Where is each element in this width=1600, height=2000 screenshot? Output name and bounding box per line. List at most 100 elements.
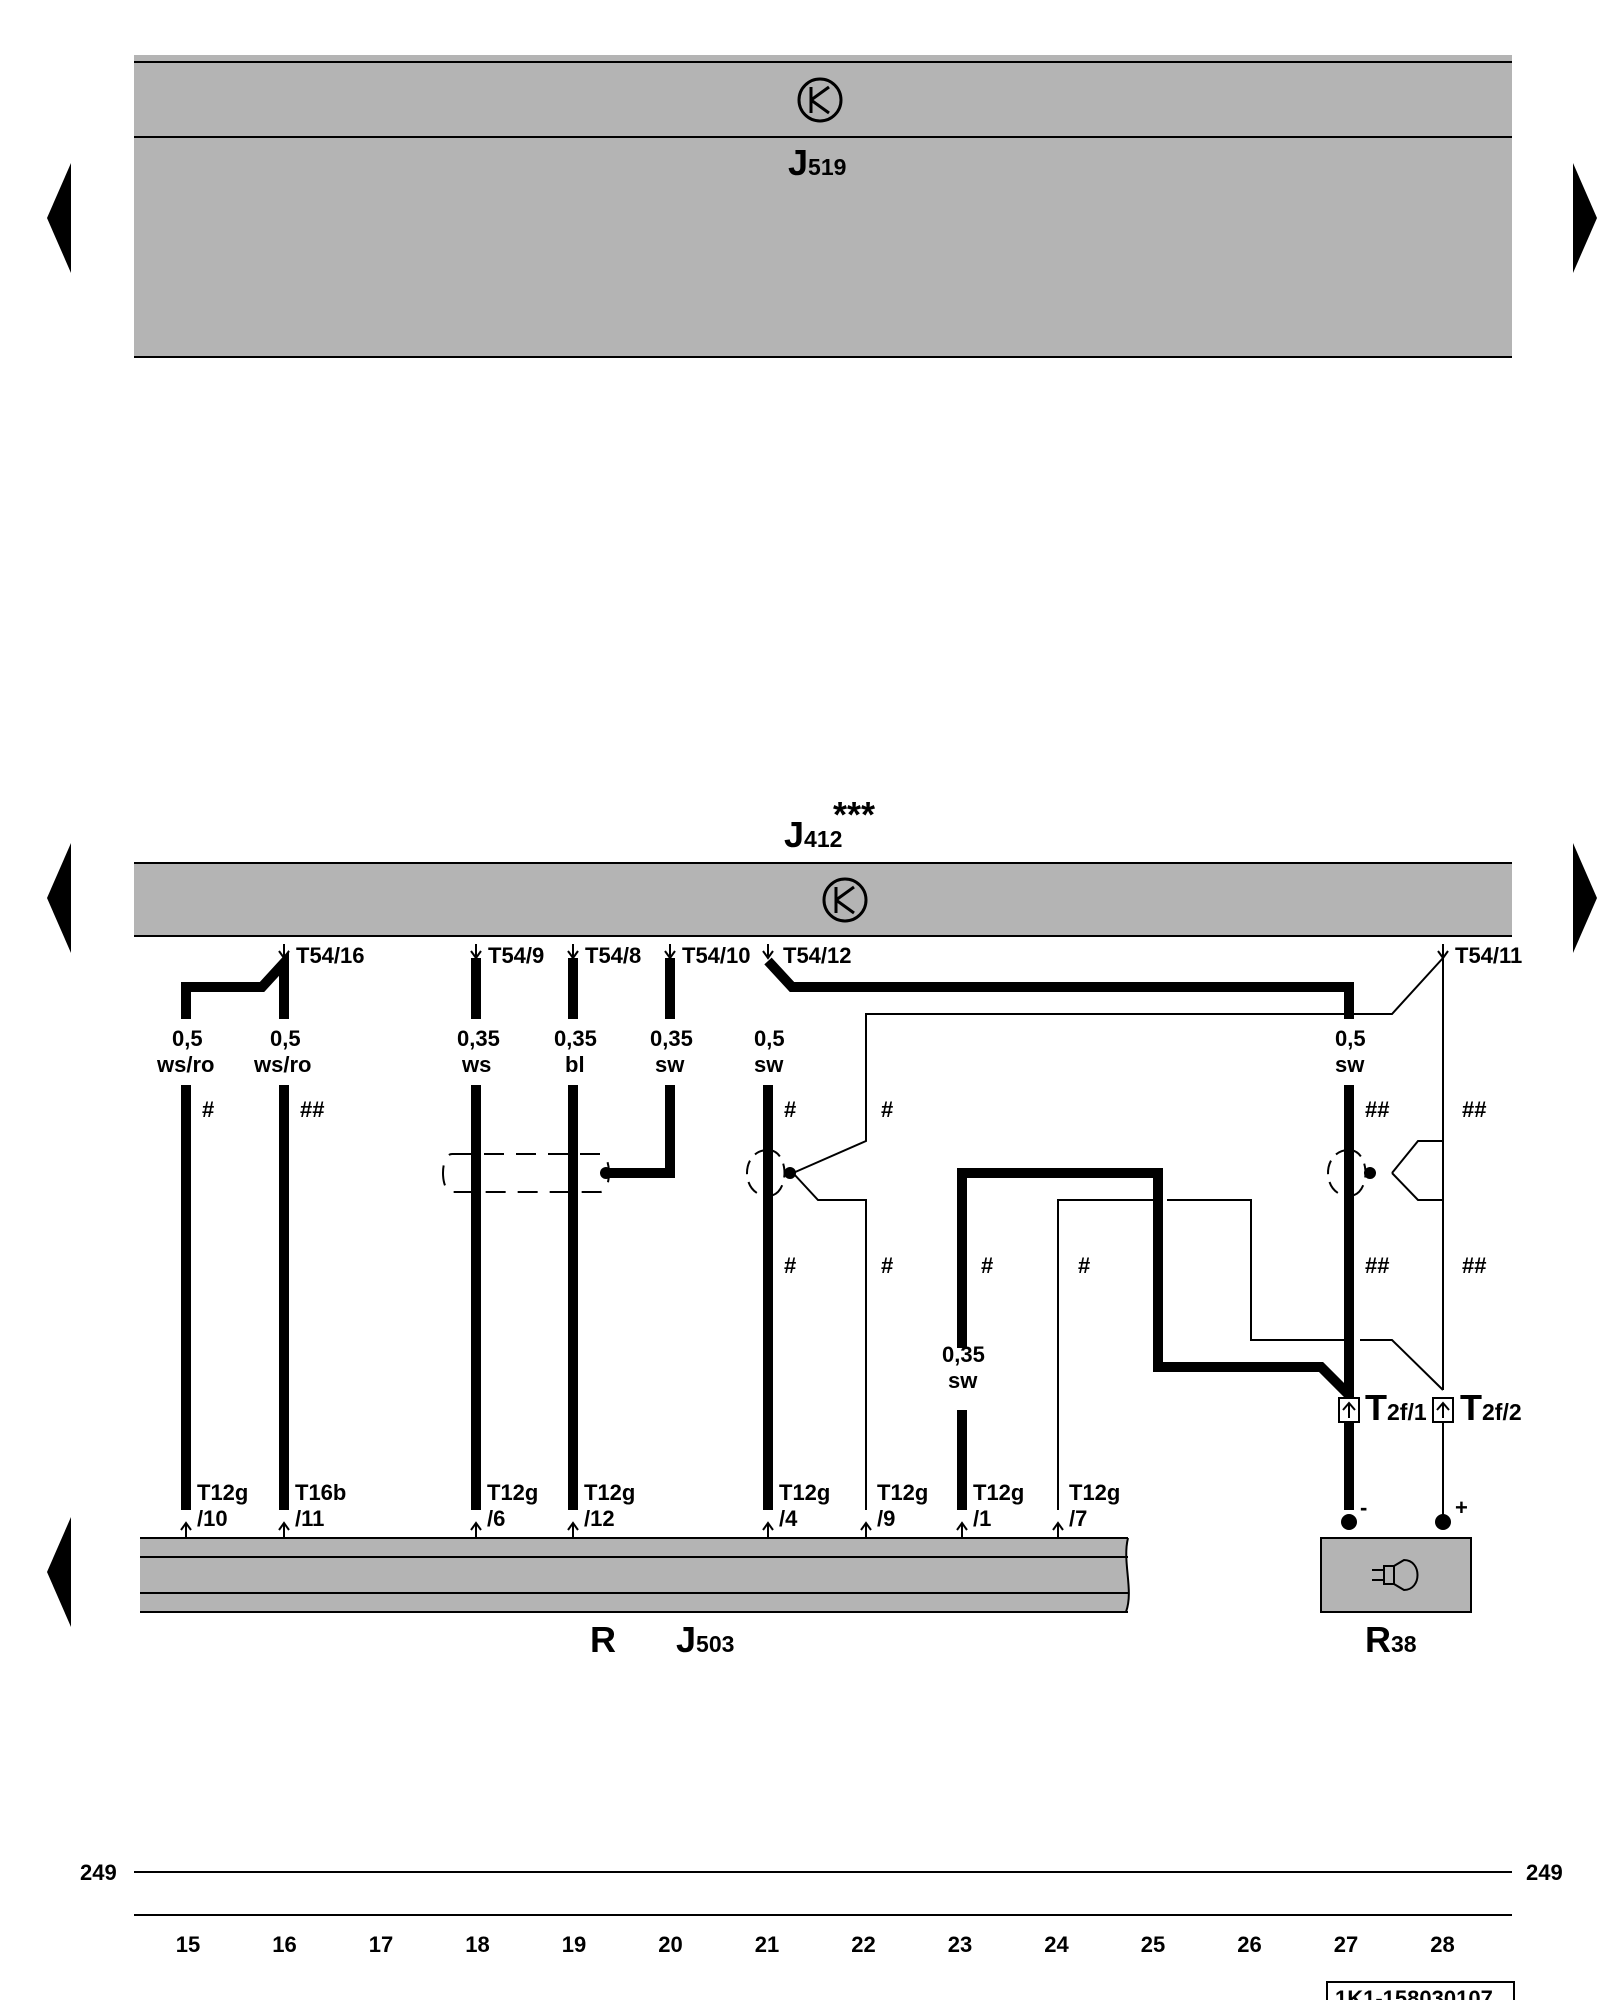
mark-single: # [881,1253,893,1278]
grid-number: 20 [658,1932,682,1957]
mark-single: # [1078,1253,1090,1278]
wire-size: 0,35 [457,1026,500,1051]
shield-27 [1327,1149,1376,1197]
module-j412: J412 *** [134,794,1512,937]
wire-color: ws/ro [253,1052,311,1077]
document-code: 1K1-158030107 [1326,1981,1515,2000]
mark-double: ## [300,1097,324,1122]
wire-size: 0,35 [554,1026,597,1051]
wires [181,950,1354,1510]
wire-size: 0,5 [1335,1026,1366,1051]
pin-label-bottom: /11 [295,1506,324,1531]
mark-single: # [981,1253,993,1278]
module-j503-label: J503 [676,1619,734,1660]
polarity-plus: + [1455,1495,1468,1520]
pin-label-top: T16b [295,1480,346,1505]
thin-wires [792,957,1444,1520]
grid-number: 25 [1141,1932,1165,1957]
grid-number: 24 [1044,1932,1069,1957]
module-j412-label: J412 [784,814,842,855]
page-arrow-right-icon[interactable] [1573,163,1597,273]
transistor-symbol-icon [822,877,868,923]
transistor-symbol-icon [797,77,843,123]
grid-number: 26 [1237,1932,1261,1957]
wire-labels: 0,5 ws/ro 0,5 ws/ro 0,35 ws 0,35 bl 0,35… [156,1026,1366,1393]
wire-size: 0,5 [754,1026,785,1051]
horn-icon [1372,1558,1419,1592]
mark-single: # [881,1097,893,1122]
ref-number-right: 249 [1526,1860,1563,1885]
pin-label-top: T12g [584,1480,635,1505]
pin-label-top: T12g [487,1480,538,1505]
grid-number: 23 [948,1932,972,1957]
pin-t54-16: T54/16 [296,943,365,968]
pin-label-bottom: /4 [779,1506,798,1531]
wire-color: sw [1335,1052,1365,1077]
polarity-minus: - [1360,1495,1367,1520]
mark-single: # [784,1253,796,1278]
bottom-pins: T12g /10 T16b /11 T12g /6 T12g /12 T12g … [180,1480,1120,1538]
pin-label-bottom: /1 [973,1506,991,1531]
module-r-j503: R J503 [140,1537,1130,1660]
page-arrow-left-icon[interactable] [47,1517,71,1627]
pin-label-bottom: /10 [197,1506,228,1531]
grid-number: 22 [851,1932,875,1957]
connector-t2f-1-label: T2f/1 [1365,1387,1427,1428]
top-pin-labels: T54/16 T54/9 T54/8 T54/10 T54/12 T54/11 [278,943,1522,968]
grid-number: 15 [176,1932,200,1957]
footer-reference: 249 249 [80,1860,1563,1916]
grid-number: 17 [369,1932,393,1957]
grid-number: 16 [272,1932,296,1957]
module-r-label: R [590,1619,616,1660]
pin-label-top: T12g [1069,1480,1120,1505]
wire-color: ws [461,1052,491,1077]
pin-label-bottom: /12 [584,1506,615,1531]
grid-number: 18 [465,1932,489,1957]
wire-color: sw [655,1052,685,1077]
grid-number: 28 [1430,1932,1454,1957]
pin-label-bottom: /6 [487,1506,505,1531]
shield-21 [746,1149,796,1197]
wire-size: 0,35 [942,1342,985,1367]
grid-number: 27 [1334,1932,1358,1957]
pin-t54-8: T54/8 [585,943,641,968]
mark-double: ## [1462,1097,1486,1122]
mark-single: # [784,1097,796,1122]
wire-size: 0,5 [172,1026,203,1051]
connector-t2f-2-label: T2f/2 [1460,1387,1522,1428]
mark-double: ## [1365,1097,1389,1122]
pin-t54-12: T54/12 [783,943,852,968]
pin-label-bottom: /9 [877,1506,895,1531]
page-arrow-right-icon[interactable] [1573,843,1597,953]
mark-single: # [202,1097,214,1122]
module-j412-footnote: *** [833,794,875,835]
ref-number-left: 249 [80,1860,117,1885]
wire-color: sw [754,1052,784,1077]
grid-numbers: 15 16 17 18 19 20 21 22 23 24 25 26 27 28 [176,1932,1455,1957]
wire-color: ws/ro [156,1052,214,1077]
page-arrow-left-icon[interactable] [47,163,71,273]
pin-label-top: T12g [779,1480,830,1505]
wire-size: 0,35 [650,1026,693,1051]
harness-marks: # ## # # ## ## # # # # ## ## [202,1097,1486,1278]
mark-double: ## [1462,1253,1486,1278]
mark-double: ## [1365,1253,1389,1278]
pin-t54-10: T54/10 [682,943,751,968]
pin-label-bottom: /7 [1069,1506,1087,1531]
horn-r38-label: R38 [1365,1619,1417,1660]
module-j519-label: J519 [788,142,846,183]
pin-label-top: T12g [973,1480,1024,1505]
page-arrow-left-icon[interactable] [47,843,71,953]
connector-t2f: T2f/1 T2f/2 [1338,1387,1522,1428]
grid-number: 21 [755,1932,779,1957]
pin-label-top: T12g [197,1480,248,1505]
shield-pair-18-19 [442,1153,610,1193]
wire-color: sw [948,1368,978,1393]
horn-r38: - + R38 [1320,1495,1472,1660]
doc-code-label: 1K1-158030107 [1335,1986,1493,2000]
pin-label-top: T12g [877,1480,928,1505]
grid-number: 19 [562,1932,586,1957]
pin-t54-11: T54/11 [1455,943,1522,968]
module-j519: J519 [134,55,1512,358]
